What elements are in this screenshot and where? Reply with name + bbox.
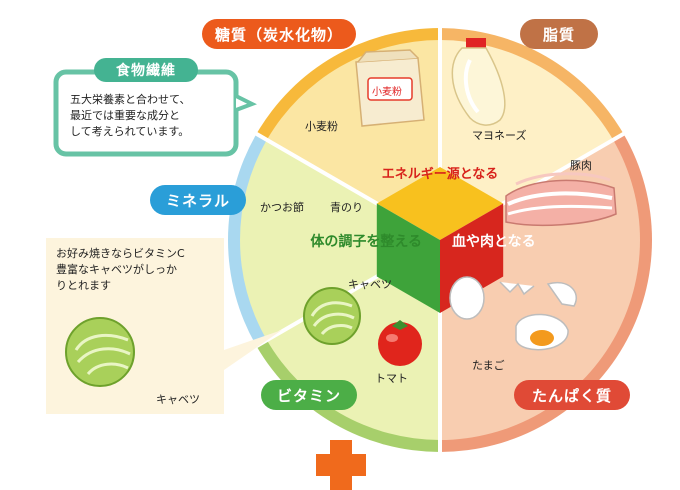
cabbage-label: キャベツ [348,278,392,291]
aonori-label: 青のり [330,201,363,214]
fiber-note-title: 食物繊維 [94,58,198,82]
cabbage-note-line: りとれます [56,279,111,292]
flour-bag-text: 小麦粉 [372,87,402,98]
mineral-label: ミネラル [150,185,246,215]
body-condition-sector [240,140,440,340]
carbohydrate-label: 糖質（炭水化物） [202,19,356,49]
fiber-note-text: 五大栄養素と合わせて、 最近では重要な成分と して考えられています。 [70,92,230,140]
flour-label: 小麦粉 [305,120,338,133]
energy-role-text: エネルギー源となる [381,167,499,182]
fiber-note-line: 最近では重要な成分と [70,109,180,122]
protein-label: たんぱく質 [514,380,630,410]
fiber-note-line: 五大栄養素と合わせて、 [70,93,191,106]
mayonnaise-illustration [451,38,506,126]
fiber-note-pointer [235,94,257,112]
vitamin-label: ビタミン [261,380,357,410]
flour-bag-illustration [355,49,425,127]
egg-label: たまご [472,359,505,372]
bonito-label: かつお節 [260,201,304,214]
cabbage-note-caption: キャベツ [156,393,200,406]
cabbage-note-illustration [65,317,135,387]
body-condition-role-text: 体の調子を整える [310,234,422,250]
blood-meat-role-text: 血や肉となる [452,234,536,250]
lipid-label: 脂質 [520,19,598,49]
cabbage-note-line: 豊富なキャベツがしっか [56,263,177,276]
pork-illustration [505,172,617,227]
tomato-label: トマト [375,372,408,385]
cabbage-note-line: お好み焼きならビタミンC [56,247,185,260]
cabbage-illustration [303,287,361,345]
pork-label: 豚肉 [570,159,592,172]
tomato-illustration [378,320,422,366]
fiber-note-line: して考えられています。 [70,125,190,138]
body-condition-rhombus [376,203,440,313]
mayonnaise-label: マヨネーズ [472,129,527,142]
egg-illustration [449,276,577,351]
cabbage-note-text: お好み焼きならビタミンC 豊富なキャベツがしっか りとれます [56,246,228,294]
plus-icon [316,440,366,490]
